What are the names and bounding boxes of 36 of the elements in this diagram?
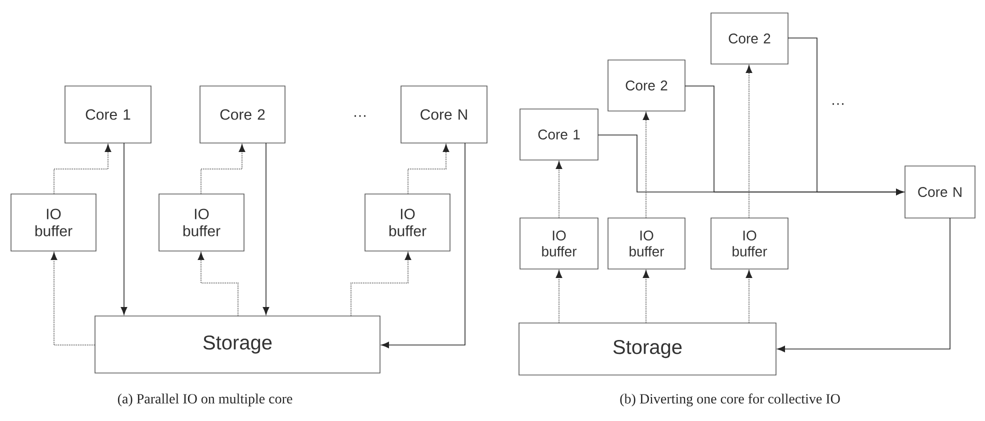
arrow: [198, 252, 238, 316]
process-box: Core 1: [64, 86, 152, 144]
process-box: IO buffer: [520, 218, 598, 270]
process-box: Core 2: [200, 86, 286, 144]
process-box: IO buffer: [608, 218, 686, 270]
process-box: Core 2: [608, 60, 686, 112]
process-box: Core N: [904, 166, 976, 218]
arrow: [408, 144, 450, 194]
arrow: [200, 144, 246, 194]
subfigure-caption: (b) Diverting one core for collective IO: [620, 394, 840, 406]
subfigure-caption: (a) Parallel IO on multiple core: [118, 394, 292, 406]
arrow: [50, 252, 96, 346]
ellipsis: …: [354, 115, 366, 117]
arrow: [777, 218, 950, 352]
process-box: Core 1: [520, 108, 598, 160]
arrow: [262, 142, 270, 315]
process-box: IO buffer: [364, 194, 450, 252]
arrow: [746, 270, 752, 324]
arrow: [642, 270, 650, 324]
process-box: IO buffer: [10, 194, 96, 252]
arrow: [746, 65, 752, 218]
arrow: [556, 161, 562, 218]
process-box: Core N: [400, 86, 488, 144]
ellipsis: …: [832, 103, 844, 105]
storage-box: Storage: [518, 322, 776, 376]
arrow: [556, 270, 562, 324]
storage-box: Storage: [94, 316, 380, 374]
arrow: [120, 142, 128, 315]
arrow: [642, 112, 650, 218]
process-box: Core 2: [710, 12, 788, 64]
arrow: [381, 142, 466, 348]
process-box: IO buffer: [158, 194, 244, 252]
arrow: [350, 252, 412, 316]
arrow: [788, 38, 904, 196]
arrow: [54, 144, 112, 194]
process-box: IO buffer: [710, 218, 788, 270]
